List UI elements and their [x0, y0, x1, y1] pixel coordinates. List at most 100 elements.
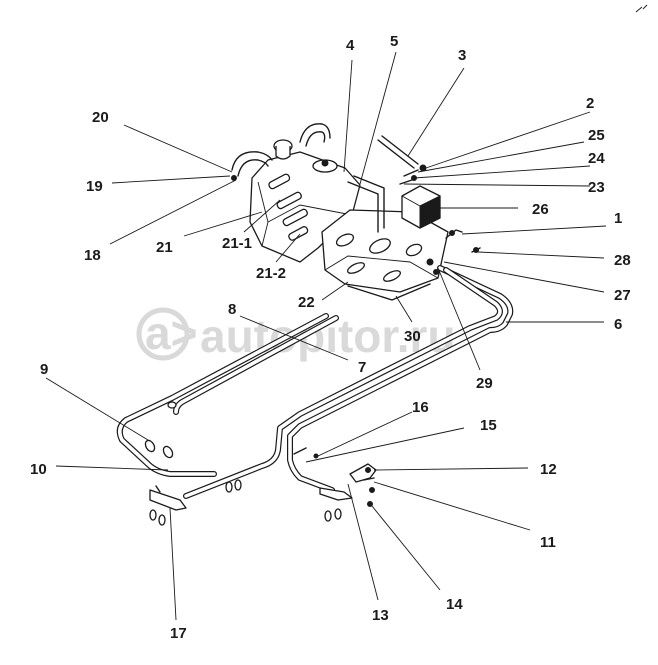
callout-3: 3: [458, 47, 466, 64]
leader-20: [123, 124, 233, 173]
watermark-logo-ring: [136, 307, 190, 361]
callout-30: 30: [404, 328, 421, 345]
leader-14: [371, 505, 441, 591]
tank-edge-line: [261, 204, 353, 247]
pipe-end: [144, 439, 156, 453]
bracket-bolt: [365, 467, 371, 473]
bracket-hole: [347, 262, 365, 274]
callout-16: 16: [412, 399, 429, 416]
leader-24: [413, 165, 591, 179]
bracket-hole: [335, 233, 355, 247]
callout-21: 21: [156, 239, 173, 256]
leader-19: [111, 175, 231, 184]
filler-neck: [275, 146, 291, 160]
watermark-text: autopitor.ru: [200, 310, 456, 362]
mounting-strap-inner: [353, 175, 385, 229]
leader-30: [395, 295, 413, 323]
sender-terminal: [321, 159, 329, 167]
nut: [369, 487, 375, 493]
callout-23: 23: [588, 179, 605, 196]
pipe-end: [162, 445, 174, 459]
tank-bracket: [321, 175, 449, 301]
callout-13: 13: [372, 607, 389, 624]
tie-rod-inner: [381, 135, 419, 165]
callout-5: 5: [390, 33, 398, 50]
leader-13: [347, 483, 379, 601]
callout-21-2: 21-2: [256, 265, 286, 282]
leader-12: [373, 467, 529, 471]
fuel-filter: [377, 135, 441, 229]
clip-bracket-12: [349, 463, 377, 483]
callout-15: 15: [480, 417, 497, 434]
pipe-end: [167, 401, 177, 409]
fuel-tank-assembly: [231, 123, 361, 263]
leader-8: [239, 315, 349, 361]
fuel-pipe-supply-inner: [288, 266, 513, 492]
bracket-edge: [324, 255, 439, 279]
leader-27: [443, 261, 605, 293]
leader-21-1: [243, 199, 281, 233]
corner-mark: [635, 4, 648, 13]
vent-hose: [231, 151, 273, 171]
callout-12: 12: [540, 461, 557, 478]
fuel-pipe-return-inner: [184, 268, 502, 498]
callout-24: 24: [588, 150, 605, 167]
clip-tab: [155, 485, 161, 493]
filter-bolt: [399, 179, 413, 185]
p-clip: [324, 510, 332, 522]
filter-shade: [419, 195, 441, 229]
callout-22: 22: [298, 294, 315, 311]
bolt: [363, 477, 375, 481]
leader-4: [343, 59, 353, 173]
callout-7: 7: [358, 359, 366, 376]
leader-25: [417, 141, 585, 173]
callout-9: 9: [40, 361, 48, 378]
tank-rib: [276, 191, 302, 210]
leader-16: [317, 411, 413, 457]
callout-17: 17: [170, 625, 187, 642]
bracket-bolt: [426, 258, 434, 266]
leader-3: [407, 67, 465, 157]
fuel-pipe-left-inner: [117, 314, 328, 476]
leader-21-2: [275, 233, 301, 263]
leader-15: [305, 427, 465, 463]
fuel-lines: [116, 265, 514, 499]
tank-rib: [268, 173, 291, 190]
bracket-hole: [383, 270, 401, 282]
callout-1: 1: [614, 210, 622, 227]
callouts: 4 5 3 2 20 25 24 19 23 26 1 21 21-1 18 2…: [30, 33, 631, 642]
clip-bracket-13: [319, 487, 353, 501]
leader-1: [461, 225, 607, 235]
leader-2: [425, 111, 591, 169]
connector-clip: [449, 230, 455, 236]
p-clip: [149, 509, 157, 521]
tie-rod: [377, 139, 415, 169]
fuel-connectors: [445, 229, 481, 253]
leader-lines: [45, 51, 607, 621]
filter-bolt: [403, 169, 419, 177]
callout-2: 2: [586, 95, 594, 112]
bracket-hole: [405, 243, 423, 257]
callout-28: 28: [614, 252, 631, 269]
nut: [367, 501, 373, 507]
tank-rib: [282, 208, 308, 227]
rod-nut: [419, 164, 427, 172]
fuel-connector: [445, 229, 463, 239]
watermark: a> autopitor.ru: [136, 307, 456, 362]
p-clip: [225, 481, 233, 493]
clip-bracket-17: [149, 489, 187, 511]
callout-19: 19: [86, 178, 103, 195]
callout-26: 26: [532, 201, 549, 218]
leader-18: [109, 179, 237, 245]
pipe-clips: [149, 463, 377, 526]
leader-29: [437, 267, 481, 371]
hose-clamp: [231, 175, 237, 181]
leader-9: [45, 377, 149, 441]
p-clip: [158, 514, 166, 526]
callout-29: 29: [476, 375, 493, 392]
fuel-pipe-left-2-inner: [174, 316, 338, 414]
leader-10: [55, 465, 169, 471]
bracket-hole: [369, 238, 391, 254]
callout-8: 8: [228, 301, 236, 318]
